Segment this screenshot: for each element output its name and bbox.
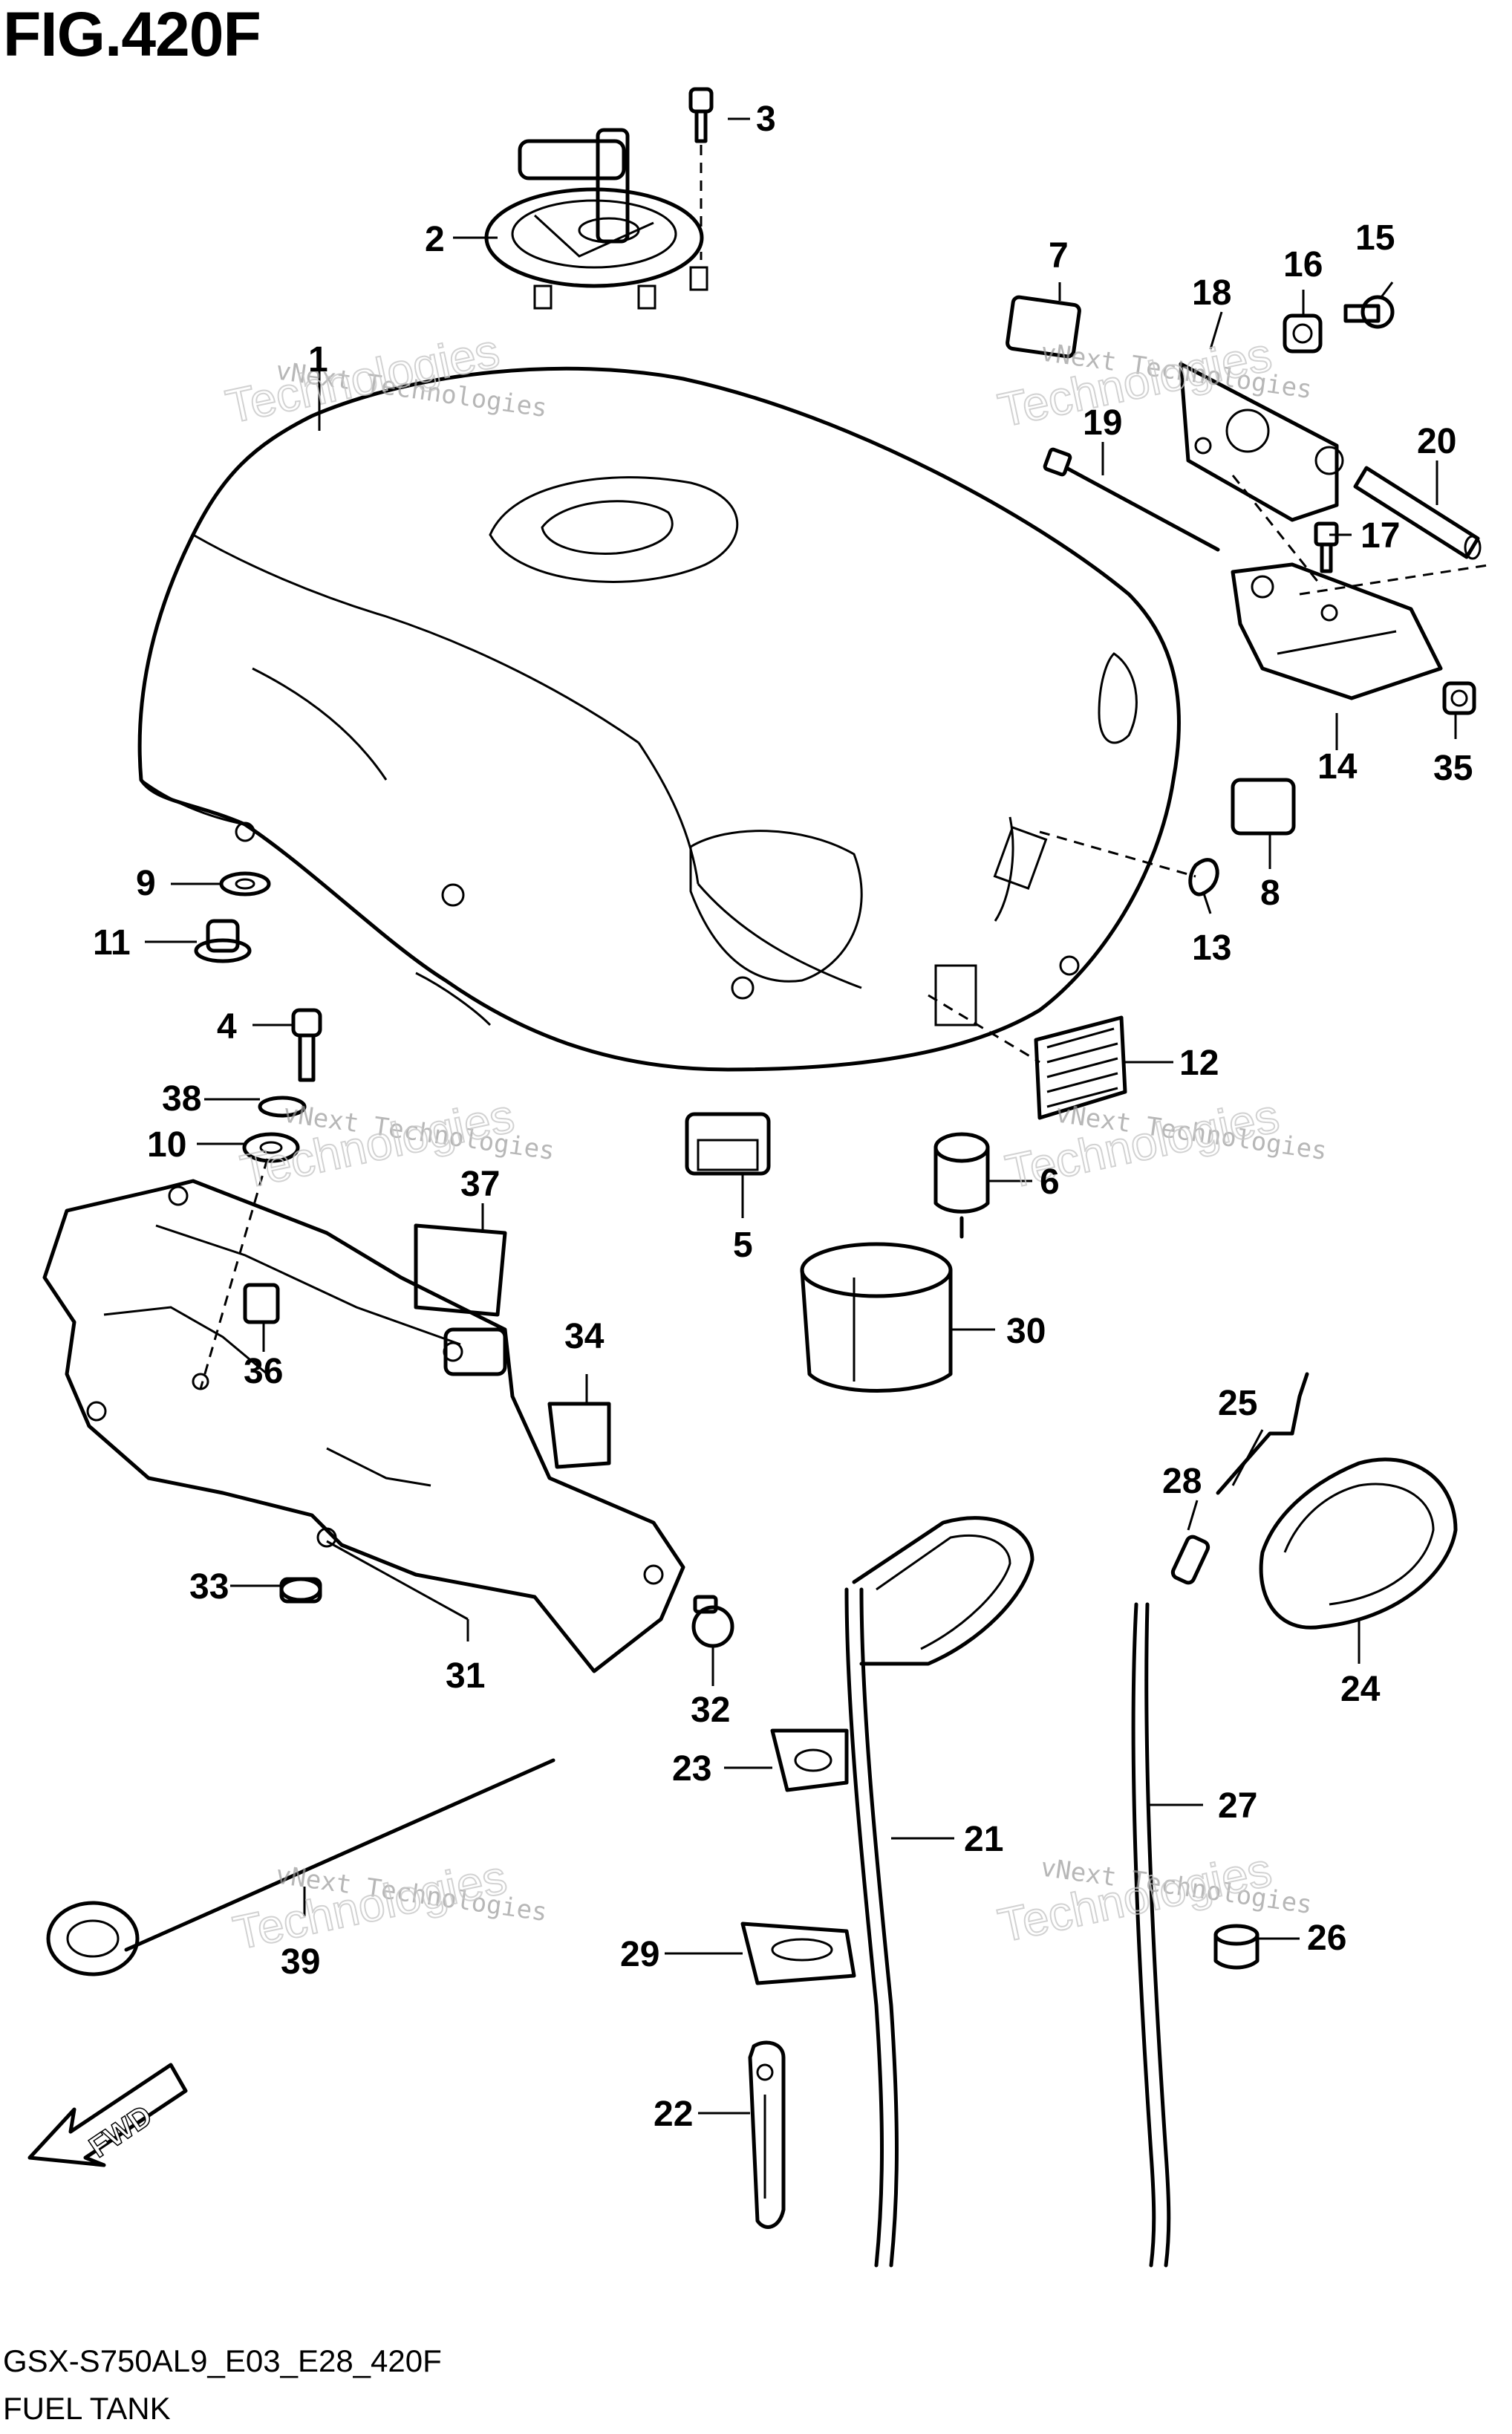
callout-35: 35 (1433, 749, 1473, 788)
watermark-text: Technologies (994, 328, 1276, 437)
callout-31: 31 (446, 1656, 485, 1696)
callout-17: 17 (1361, 516, 1400, 556)
bracket-14 (1231, 562, 1443, 700)
clamp-23 (770, 1728, 849, 1792)
figure-caption: FUEL TANK (3, 2391, 171, 2426)
cushion-34 (547, 1402, 611, 1469)
callout-5: 5 (733, 1226, 753, 1265)
fwd-label: FWD (84, 2099, 158, 2164)
clamp-29 (740, 1922, 856, 1985)
hose-21 (844, 1516, 1034, 2268)
callout-24: 24 (1340, 1670, 1381, 1709)
cushion-8 (1231, 778, 1296, 836)
bracket-18 (1179, 362, 1344, 522)
cushion-7 (1006, 295, 1081, 359)
callout-14: 14 (1317, 747, 1358, 787)
callout-23: 23 (672, 1749, 711, 1789)
cushion-37 (414, 1223, 507, 1317)
damper-33 (279, 1577, 322, 1604)
callout-18: 18 (1192, 273, 1231, 313)
hose-25 (1216, 1372, 1309, 1495)
bolt-3 (688, 87, 714, 260)
callout-15: 15 (1355, 218, 1395, 258)
callout-27: 27 (1218, 1786, 1257, 1826)
callout-38: 38 (162, 1079, 201, 1119)
clamp-13 (1188, 858, 1219, 897)
watermarks: vNext Technologies Technologies vNext Te… (221, 323, 1329, 1961)
bolt-19 (1043, 447, 1220, 552)
callout-33: 33 (189, 1567, 229, 1607)
callout-25: 25 (1218, 1384, 1257, 1423)
callout-3: 3 (756, 100, 776, 139)
callout-16: 16 (1283, 245, 1323, 284)
callout-6: 6 (1040, 1162, 1060, 1202)
fuel-cap (484, 128, 708, 310)
hose-24 (1259, 1457, 1458, 1630)
callout-9: 9 (136, 864, 156, 903)
bolt-17 (1314, 521, 1339, 573)
washer-38 (258, 1096, 307, 1118)
callout-32: 32 (691, 1691, 730, 1730)
callout-22: 22 (654, 2095, 693, 2134)
callout-39: 39 (281, 1942, 320, 1982)
damper-10 (242, 1132, 300, 1163)
fuel-tank (137, 366, 1181, 1072)
callout-19: 19 (1083, 403, 1122, 443)
holder-22 (748, 2040, 786, 2229)
callout-30: 30 (1006, 1312, 1046, 1351)
callout-10: 10 (147, 1125, 186, 1165)
bolt-4 (291, 1008, 322, 1082)
callout-26: 26 (1307, 1919, 1346, 1958)
fwd-direction-arrow: FWD (27, 2063, 188, 2167)
model-code: GSX-S750AL9_E03_E28_420F (3, 2343, 442, 2378)
callout-labels: 1 2 3 4 5 6 7 8 9 10 11 12 13 14 15 16 1… (93, 100, 1473, 2134)
callout-28: 28 (1162, 1462, 1202, 1501)
callout-20: 20 (1417, 422, 1456, 461)
callout-8: 8 (1260, 873, 1280, 913)
callout-12: 12 (1179, 1044, 1219, 1083)
callout-34: 34 (564, 1317, 605, 1356)
hose-27 (1131, 1602, 1171, 2268)
nut-16 (1283, 313, 1323, 354)
callout-29: 29 (620, 1935, 659, 1974)
collar-20 (1353, 466, 1482, 560)
watermark-text: Technologies (221, 324, 504, 434)
bolt-15 (1343, 295, 1395, 329)
cushion-5 (685, 1112, 771, 1176)
callout-11: 11 (93, 923, 131, 963)
grommet-32 (691, 1595, 734, 1648)
joint-28 (1170, 1535, 1210, 1585)
callout-36: 36 (244, 1352, 283, 1391)
callout-1: 1 (308, 340, 328, 380)
cushion-36 (243, 1283, 280, 1324)
holder-31 (42, 1179, 685, 1673)
rod-39 (46, 1758, 555, 1976)
callout-4: 4 (217, 1007, 237, 1047)
reflector-12 (1034, 1015, 1127, 1120)
callout-21: 21 (964, 1820, 1003, 1859)
band-30 (800, 1242, 953, 1393)
callout-7: 7 (1049, 236, 1069, 276)
callout-2: 2 (425, 220, 445, 259)
callout-37: 37 (460, 1165, 500, 1204)
figure-title: FIG.420F (3, 0, 261, 69)
cap-26 (1213, 1924, 1260, 1970)
bushing-11 (194, 919, 252, 963)
nut-35 (1442, 681, 1476, 715)
leader-lines (145, 117, 1493, 2115)
washer-9 (219, 871, 271, 897)
grommet-6 (933, 1132, 990, 1239)
callout-13: 13 (1192, 928, 1231, 968)
watermark-text: Technologies (229, 1850, 511, 1960)
